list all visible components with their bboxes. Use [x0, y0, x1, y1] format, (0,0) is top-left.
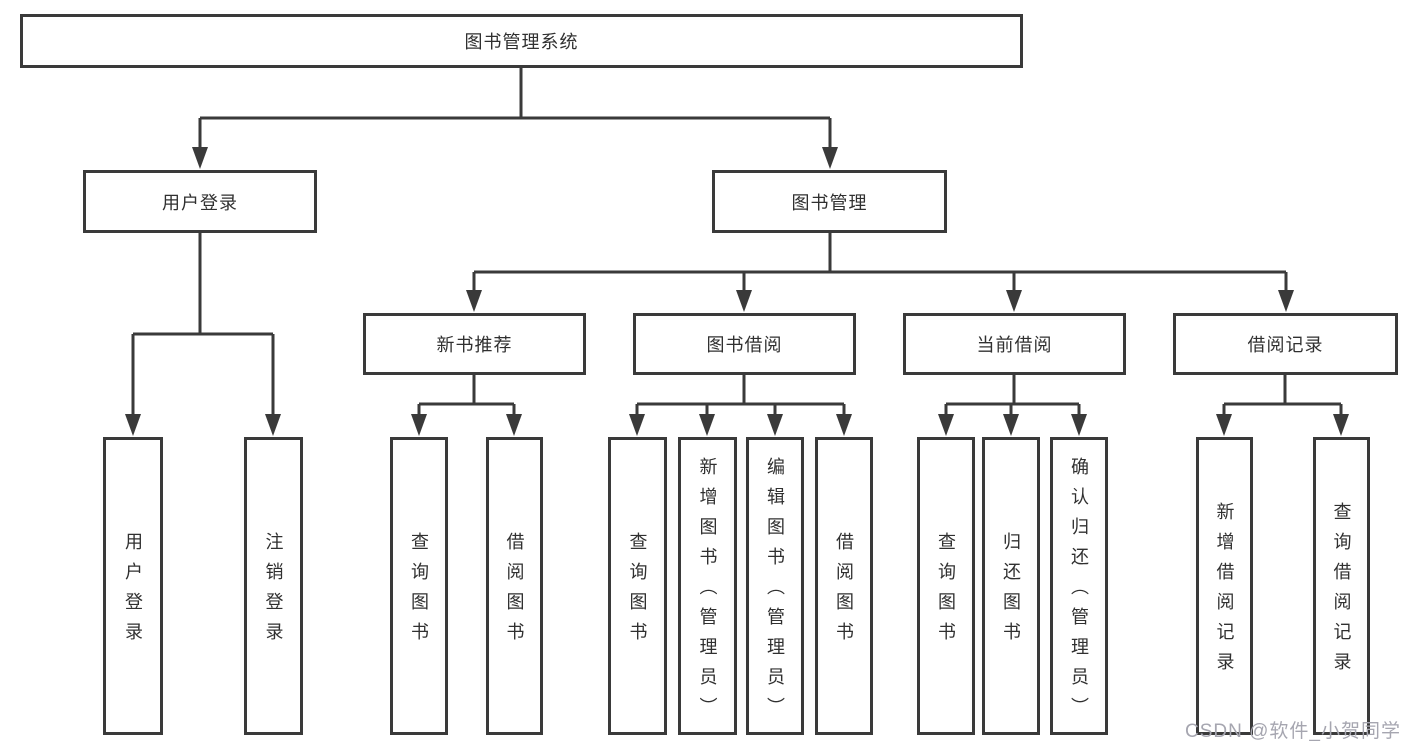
node-book-borrowing: 图书借阅: [633, 313, 856, 375]
leaf-current-return-books: 归还图书: [982, 437, 1040, 735]
leaf-current-return-books-label: 归还图书: [1001, 532, 1021, 652]
leaf-borrowing-borrow-books-label: 借阅图书: [834, 532, 854, 652]
leaf-records-add-record-label: 新增借阅记录: [1214, 502, 1235, 682]
node-book-management-label: 图书管理: [791, 192, 868, 213]
node-current-borrowing-label: 当前借阅: [976, 335, 1053, 355]
leaf-borrowing-query-books-label: 查询图书: [627, 532, 648, 652]
leaf-records-add-record: 新增借阅记录: [1196, 437, 1253, 735]
leaf-user-login-label: 用户登录: [123, 532, 143, 652]
node-current-borrowing: 当前借阅: [903, 313, 1126, 375]
leaf-newrec-borrow-books-label: 借阅图书: [504, 532, 525, 652]
leaf-newrec-query-books: 查询图书: [390, 437, 448, 735]
leaf-borrowing-edit-books-admin: 编辑图书（管理员）: [746, 437, 804, 735]
leaf-current-query-books: 查询图书: [917, 437, 975, 735]
leaf-newrec-borrow-books: 借阅图书: [486, 437, 543, 735]
leaf-borrowing-query-books: 查询图书: [608, 437, 667, 735]
node-borrowing-records-label: 借阅记录: [1247, 335, 1324, 355]
node-user-login: 用户登录: [83, 170, 317, 233]
node-new-book-recommend: 新书推荐: [363, 313, 586, 375]
node-user-login-label: 用户登录: [162, 192, 238, 213]
node-root-label: 图书管理系统: [464, 32, 579, 52]
node-new-book-recommend-label: 新书推荐: [436, 335, 513, 355]
leaf-logout-label: 注销登录: [263, 532, 284, 652]
leaf-current-confirm-return-admin-label: 确认归还（管理员）: [1069, 457, 1089, 727]
leaf-borrowing-add-books-admin-label: 新增图书（管理员）: [697, 457, 718, 727]
leaf-logout: 注销登录: [244, 437, 303, 735]
leaf-borrowing-add-books-admin: 新增图书（管理员）: [678, 437, 737, 735]
leaf-records-query-record-label: 查询借阅记录: [1331, 502, 1352, 682]
leaf-borrowing-edit-books-admin-label: 编辑图书（管理员）: [765, 457, 785, 727]
node-root: 图书管理系统: [20, 14, 1023, 68]
node-book-management: 图书管理: [712, 170, 947, 233]
leaf-current-query-books-label: 查询图书: [936, 532, 956, 652]
leaf-current-confirm-return-admin: 确认归还（管理员）: [1050, 437, 1108, 735]
watermark: CSDN @软件_小贺同学: [1185, 721, 1401, 742]
node-book-borrowing-label: 图书借阅: [706, 335, 783, 355]
leaf-records-query-record: 查询借阅记录: [1313, 437, 1370, 735]
leaf-user-login: 用户登录: [103, 437, 163, 735]
node-borrowing-records: 借阅记录: [1173, 313, 1398, 375]
leaf-newrec-query-books-label: 查询图书: [409, 532, 429, 652]
leaf-borrowing-borrow-books: 借阅图书: [815, 437, 873, 735]
